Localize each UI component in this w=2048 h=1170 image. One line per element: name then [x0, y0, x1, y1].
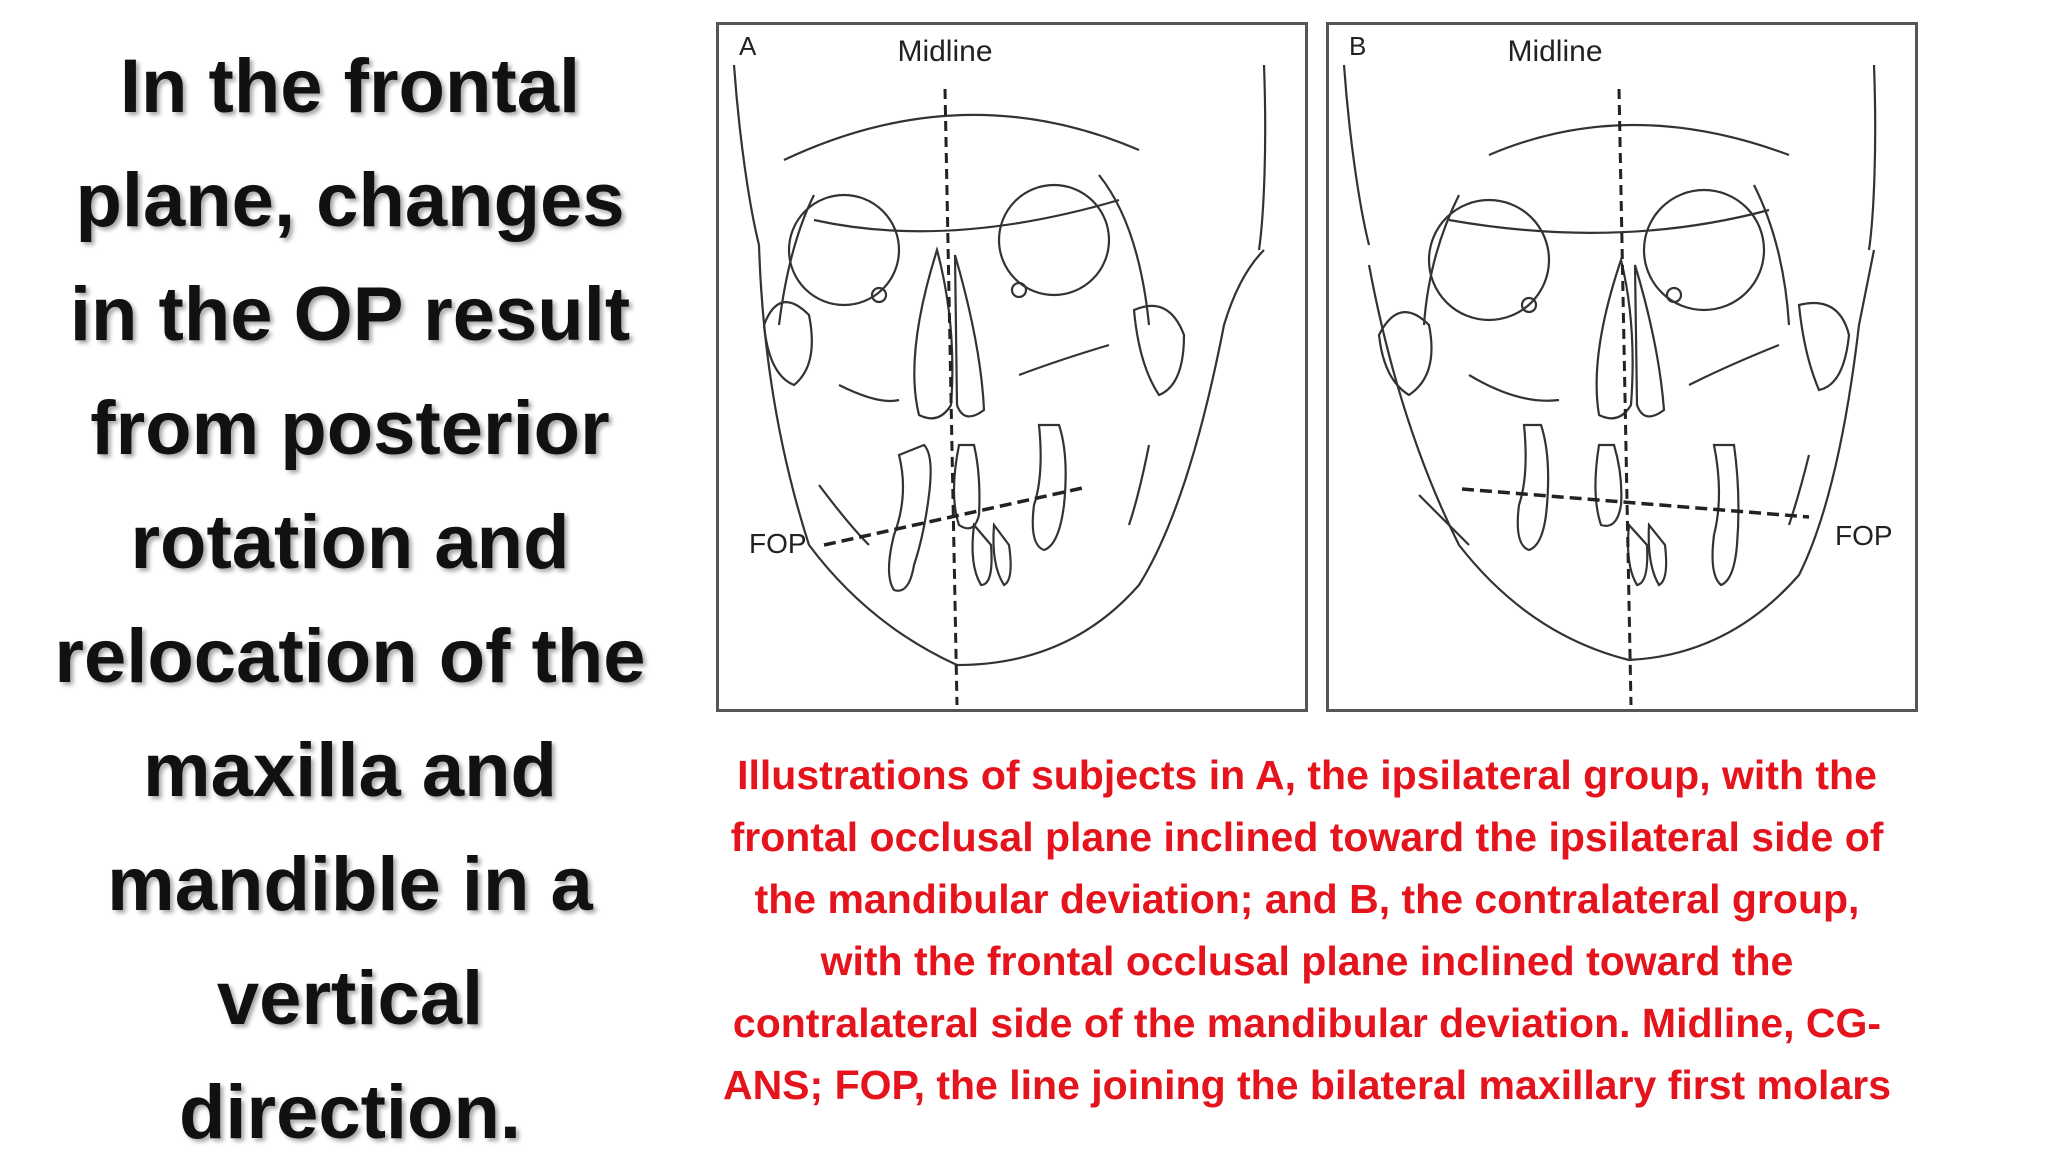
body-line: In the frontal [119, 44, 581, 129]
skull-drawing-a: A Midline [732, 31, 1267, 706]
skull-outline [732, 64, 1267, 667]
panel-letter: B [1349, 31, 1366, 61]
midline-label: Midline [1507, 35, 1602, 68]
midline-dashed-line [1617, 88, 1633, 706]
fop-label: FOP [1835, 520, 1893, 551]
body-line: maxilla and [143, 728, 557, 813]
body-line: plane, changes [75, 158, 625, 243]
slide-body-text: In the frontal plane, changes in the OP … [10, 30, 690, 1170]
body-line: vertical [216, 956, 484, 1041]
fop-dashed-line [823, 485, 1088, 547]
caption-line: ANS; FOP, the line joining the bilateral… [722, 1062, 1892, 1108]
caption-line: with the frontal occlusal plane inclined… [820, 938, 1794, 984]
body-line: direction. [178, 1070, 522, 1155]
skull-illustration-a: A Midline [716, 22, 1308, 712]
panel-letter: A [739, 31, 757, 61]
caption-line: the mandibular deviation; and B, the con… [754, 876, 1860, 922]
body-line: from posterior [90, 386, 610, 471]
skull-illustration-b: B Midline [1326, 22, 1918, 712]
caption-line: frontal occlusal plane inclined toward t… [730, 814, 1884, 860]
caption-line: contralateral side of the mandibular dev… [732, 1000, 1882, 1046]
body-line: mandible in a [107, 842, 593, 927]
midline-label: Midline [897, 35, 992, 68]
fop-label: FOP [749, 528, 807, 559]
body-line: rotation and [130, 500, 570, 585]
figure-caption: Illustrations of subjects in A, the ipsi… [662, 744, 1952, 1116]
skull-outline [1342, 64, 1877, 662]
caption-line: Illustrations of subjects in A, the ipsi… [737, 752, 1877, 798]
body-line: relocation of the [54, 614, 646, 699]
midline-dashed-line [943, 88, 959, 706]
body-line: in the OP result [69, 272, 631, 357]
fop-dashed-line [1461, 487, 1810, 519]
skull-drawing-b: B Midline [1342, 31, 1893, 706]
